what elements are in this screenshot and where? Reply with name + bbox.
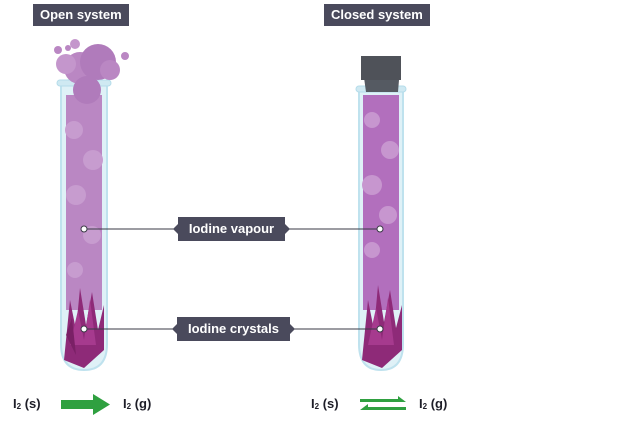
forward-arrow bbox=[61, 394, 110, 415]
closed-product: I2 (g) bbox=[419, 396, 448, 411]
stopper bbox=[361, 56, 401, 92]
closed-system-title: Closed system bbox=[324, 4, 430, 26]
iodine-vapour-label: Iodine vapour bbox=[173, 217, 290, 241]
equilibrium-arrows bbox=[360, 396, 406, 410]
closed-iodine-vapour bbox=[362, 95, 399, 310]
open-iodine-vapour bbox=[54, 39, 129, 310]
open-product: I2 (g) bbox=[123, 396, 152, 411]
open-reactant: I2 (s) bbox=[13, 396, 41, 411]
open-system-title: Open system bbox=[33, 4, 129, 26]
iodine-crystals-label: Iodine crystals bbox=[172, 317, 295, 341]
closed-reactant: I2 (s) bbox=[311, 396, 339, 411]
